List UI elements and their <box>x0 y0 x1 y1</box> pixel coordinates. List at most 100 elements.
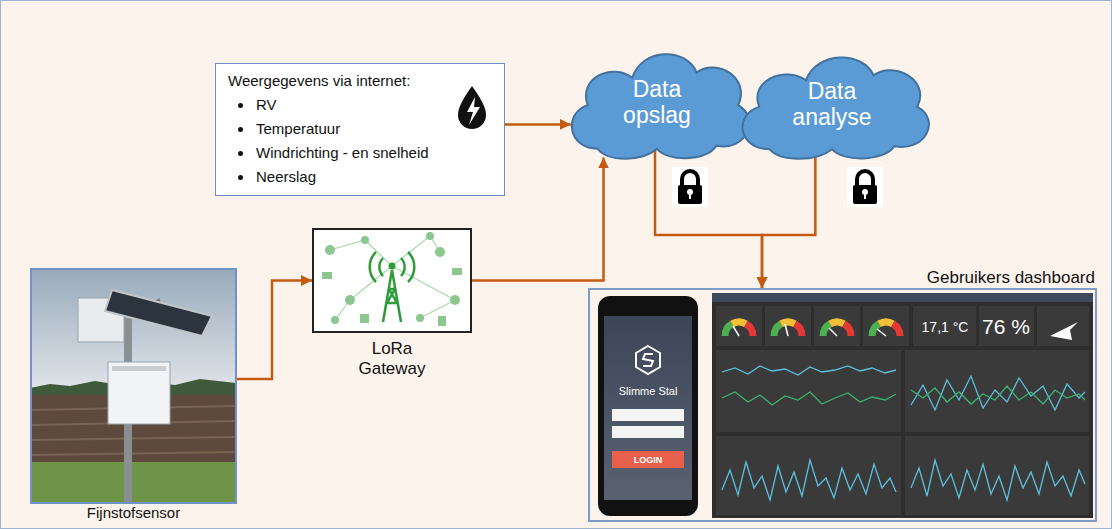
lock-icon <box>864 193 866 199</box>
input-field <box>612 426 684 438</box>
bullet-dot <box>238 103 243 108</box>
phone-body <box>598 296 698 516</box>
cloud-label-area: Data opslag <box>558 32 756 164</box>
gauge <box>733 326 739 336</box>
wind-arrow <box>1050 322 1078 340</box>
panels <box>716 436 901 515</box>
flow-arrow <box>237 281 312 379</box>
gauge <box>879 322 893 324</box>
lightning <box>467 97 480 125</box>
grass <box>31 462 236 503</box>
lock-icon <box>857 171 873 186</box>
antenna-tip <box>389 263 396 270</box>
gauge <box>795 324 802 336</box>
line-charts <box>911 376 1085 410</box>
panels <box>1037 306 1089 346</box>
gauge <box>829 328 837 336</box>
gauge <box>774 324 781 336</box>
lock-icon <box>678 185 702 204</box>
antenna-tower <box>370 252 415 322</box>
gauge <box>877 329 886 336</box>
network-icons <box>450 295 460 305</box>
housing-lid <box>112 366 166 371</box>
lock-icon <box>689 193 691 199</box>
box-heading: Weergegevens via internet: <box>228 69 492 93</box>
list-text: Neerslag <box>256 168 316 185</box>
caption-text: Fijnstofsensor <box>87 504 180 522</box>
picture-ground <box>313 229 471 332</box>
button-text: LOGIN <box>634 455 663 465</box>
line-charts <box>722 392 896 405</box>
panels <box>905 350 1089 432</box>
gauge <box>785 324 788 336</box>
panels <box>814 306 860 346</box>
reading-value: 76 % <box>982 315 1030 339</box>
gauge <box>774 322 802 336</box>
network-icons <box>331 316 339 324</box>
screen-ground <box>712 293 1093 518</box>
list-text: Windrichting - en snelheid <box>256 144 429 161</box>
dashboard-frame: Gebruikers dashboard <box>588 288 1097 522</box>
caption-text: LoRa Gateway <box>352 339 432 380</box>
gateway-picture <box>313 229 471 332</box>
panels <box>716 306 1089 515</box>
network-icons <box>435 247 445 257</box>
app-logo <box>636 346 660 374</box>
cloud-label: Data analyse <box>782 78 882 131</box>
bullet-item: Temperatuur <box>228 117 492 141</box>
lock-icon <box>672 167 708 207</box>
sensor-photo <box>31 269 236 503</box>
bullet-dot <box>238 127 243 132</box>
lock-icon <box>672 167 708 207</box>
gauge <box>823 324 830 336</box>
panels <box>979 306 1034 346</box>
weather-icon <box>458 86 486 129</box>
box-ground <box>215 63 505 196</box>
panels <box>905 436 1089 515</box>
cloud-label: Data opslag <box>607 76 707 129</box>
info-box: Weergegevens via internet: RV TemperatuurW… <box>215 63 505 196</box>
panels <box>913 306 976 346</box>
line-charts <box>911 460 1085 500</box>
input-field <box>612 409 684 421</box>
gauge <box>844 324 851 336</box>
gauge <box>725 322 753 336</box>
gauge <box>872 322 900 336</box>
flow-arrow <box>655 138 762 288</box>
gauge <box>830 322 844 324</box>
antenna-tower <box>370 252 415 282</box>
app-name: Slimme Stal <box>619 385 678 397</box>
line-charts <box>722 366 1085 500</box>
list-text: Temperatuur <box>256 120 340 137</box>
gauge <box>893 324 900 336</box>
bullet-item: Windrichting - en snelheid <box>228 141 492 165</box>
raindrop <box>458 86 486 129</box>
login-button <box>612 451 684 468</box>
panels <box>863 306 909 346</box>
lock-icon <box>847 167 883 207</box>
lock-icon <box>847 167 883 207</box>
panels <box>765 306 811 346</box>
photo-frame: Fijnstofsensor <box>30 268 237 504</box>
gauge <box>746 324 753 336</box>
cloud-outline <box>572 54 749 159</box>
network-icons <box>452 268 462 275</box>
list-text: RV <box>256 96 277 113</box>
panels <box>716 350 901 432</box>
network-icons <box>322 232 462 326</box>
network-icons <box>426 232 434 240</box>
connectors <box>237 124 815 379</box>
lock-icon <box>853 185 877 204</box>
panels <box>716 306 762 346</box>
cloud-outline <box>743 57 929 158</box>
lock-icon <box>682 171 698 186</box>
gauge <box>781 322 795 324</box>
screen-bar <box>712 293 1093 302</box>
cloud-label-area: Data analyse <box>728 36 936 164</box>
reading-value: 17,1 °C <box>922 319 969 335</box>
